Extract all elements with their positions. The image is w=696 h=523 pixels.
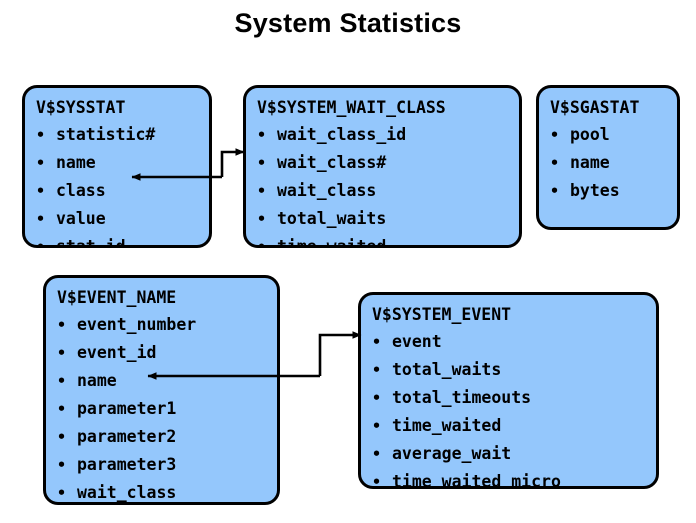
bullet-icon: •	[257, 210, 267, 228]
entity-field: • parameter2	[57, 423, 277, 451]
entity-field-list: • pool • name • bytes	[539, 121, 677, 205]
bullet-icon: •	[257, 126, 267, 144]
entity-field: • wait_class	[57, 479, 277, 502]
entity-field-label: value	[56, 209, 106, 228]
bullet-icon: •	[372, 389, 382, 407]
entity-field-label: bytes	[570, 181, 620, 200]
bullet-icon: •	[550, 154, 560, 172]
bullet-icon: •	[372, 473, 382, 489]
entity-field-label: time_waited_micro	[392, 472, 561, 489]
entity-field: • class	[36, 177, 209, 205]
entity-box-sysstat[interactable]: V$SYSSTAT • statistic# • name • class • valu…	[22, 85, 212, 248]
entity-field: • time_waited_micro	[372, 468, 656, 489]
entity-box-system-event[interactable]: V$SYSTEM_EVENT • event • total_waits • tota…	[358, 292, 659, 489]
entity-field-label: average_wait	[392, 444, 512, 463]
entity-field-label: parameter3	[77, 455, 177, 474]
entity-field: • total_waits	[372, 356, 656, 384]
entity-field-label: parameter2	[77, 427, 177, 446]
bullet-icon: •	[36, 154, 46, 172]
bullet-icon: •	[57, 344, 67, 362]
entity-field-label: statistic#	[56, 125, 156, 144]
entity-field-label: total_timeouts	[392, 388, 532, 407]
bullet-icon: •	[36, 210, 46, 228]
entity-field-list: • event • total_waits • total_timeouts • tim…	[361, 328, 656, 489]
entity-field: • parameter1	[57, 395, 277, 423]
bullet-icon: •	[257, 154, 267, 172]
bullet-icon: •	[57, 484, 67, 502]
entity-field: • time_waited	[257, 233, 519, 248]
entity-field-label: stat_id	[56, 237, 126, 248]
entity-box-system-wait-class[interactable]: V$SYSTEM_WAIT_CLASS • wait_class_id • wait…	[243, 85, 522, 248]
entity-box-event-name[interactable]: V$EVENT_NAME • event_number • event_id • na…	[43, 275, 280, 505]
entity-field: • event_id	[57, 339, 277, 367]
entity-field: • total_timeouts	[372, 384, 656, 412]
entity-field-label: wait_class	[77, 483, 177, 502]
bullet-icon: •	[257, 182, 267, 200]
entity-field-list: • statistic# • name • class • value • stat_id	[25, 121, 209, 248]
entity-title: V$EVENT_NAME	[57, 288, 177, 307]
bullet-icon: •	[372, 361, 382, 379]
entity-field-label: time_waited	[392, 416, 502, 435]
entity-field-label: parameter1	[77, 399, 177, 418]
entity-field: • event	[372, 328, 656, 356]
entity-field: • wait_class	[257, 177, 519, 205]
bullet-icon: •	[57, 456, 67, 474]
entity-field: • value	[36, 205, 209, 233]
entity-field: • bytes	[550, 177, 677, 205]
bullet-icon: •	[372, 417, 382, 435]
bullet-icon: •	[550, 182, 560, 200]
entity-field: • total_waits	[257, 205, 519, 233]
bullet-icon: •	[57, 428, 67, 446]
entity-field: • stat_id	[36, 233, 209, 248]
bullet-icon: •	[57, 372, 67, 390]
entity-field-label: wait_class#	[277, 153, 387, 172]
entity-field-label: event	[392, 332, 442, 351]
entity-field-label: name	[77, 371, 117, 390]
bullet-icon: •	[36, 182, 46, 200]
connector-arrow-to-event	[318, 331, 362, 376]
entity-field-label: pool	[570, 125, 610, 144]
entity-field: • name	[57, 367, 277, 395]
entity-field: • wait_class_id	[257, 121, 519, 149]
entity-field: • name	[550, 149, 677, 177]
entity-field-label: name	[570, 153, 610, 172]
bullet-icon: •	[36, 238, 46, 248]
entity-field: • parameter3	[57, 451, 277, 479]
bullet-icon: •	[550, 126, 560, 144]
entity-field-label: class	[56, 181, 106, 200]
entity-field-list: • event_number • event_id • name • parameter…	[46, 311, 277, 502]
entity-field: • pool	[550, 121, 677, 149]
bullet-icon: •	[372, 445, 382, 463]
entity-field: • name	[36, 149, 209, 177]
entity-field-label: time_waited	[277, 237, 387, 248]
page-title: System Statistics	[234, 8, 462, 38]
connector-arrow-to-wait-class	[220, 148, 245, 177]
entity-field: • average_wait	[372, 440, 656, 468]
entity-field: • time_waited	[372, 412, 656, 440]
entity-field: • statistic#	[36, 121, 209, 149]
entity-field-label: name	[56, 153, 96, 172]
entity-field-label: total_waits	[277, 209, 387, 228]
entity-field-label: wait_class_id	[277, 125, 407, 144]
entity-title: V$SYSTEM_EVENT	[372, 305, 512, 324]
bullet-icon: •	[57, 316, 67, 334]
entity-box-sgastat[interactable]: V$SGASTAT • pool • name • bytes	[536, 85, 680, 230]
entity-field: • event_number	[57, 311, 277, 339]
entity-field-list: •wait_class_id •wait_class# •wait_class …	[246, 121, 519, 248]
entity-field: • wait_class#	[257, 149, 519, 177]
entity-field-label: event_id	[77, 343, 157, 362]
entity-title: V$SYSTEM_WAIT_CLASS	[257, 98, 446, 117]
entity-field-label: wait_class	[277, 181, 377, 200]
entity-field-label: total_waits	[392, 360, 502, 379]
bullet-icon: •	[257, 238, 267, 248]
bullet-icon: •	[372, 333, 382, 351]
entity-field-label: event_number	[77, 315, 197, 334]
bullet-icon: •	[57, 400, 67, 418]
entity-title: V$SGASTAT	[550, 98, 640, 117]
bullet-icon: •	[36, 126, 46, 144]
entity-title: V$SYSSTAT	[36, 98, 126, 117]
